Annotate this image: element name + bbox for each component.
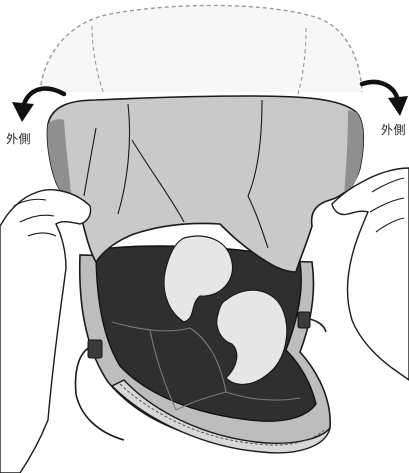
- arrow-head-left-icon: [12, 102, 34, 122]
- strap-buckle-left: [88, 340, 102, 358]
- ghost-cover-outline: [40, 5, 362, 92]
- curved-arrow-right-icon: [362, 82, 398, 100]
- strap-buckle-right: [298, 312, 310, 328]
- outer-side-label-left: 外側: [6, 130, 31, 147]
- arrow-head-right-icon: [388, 96, 408, 116]
- left-hand: [0, 190, 91, 473]
- outer-side-label-right: 外側: [381, 121, 406, 138]
